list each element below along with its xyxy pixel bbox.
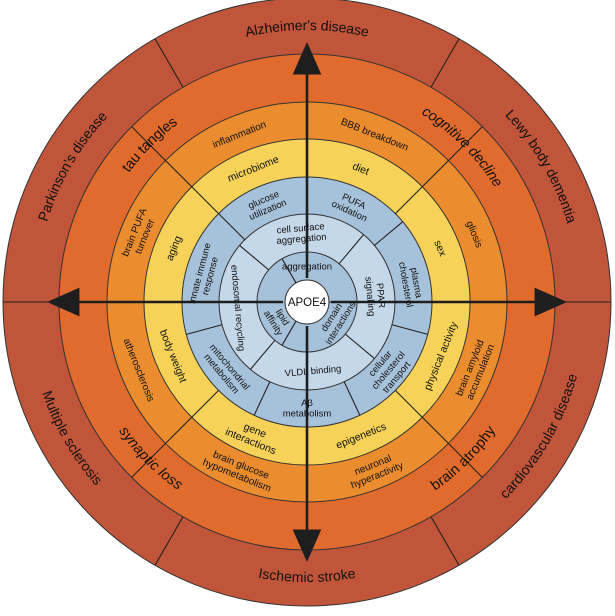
apoe-mechanism-1: PPARsignalling: [362, 275, 387, 316]
arrow-right-head: [534, 287, 567, 317]
factor-0: diet: [351, 160, 371, 177]
segment-divider: [154, 38, 184, 88]
arrow-up: [292, 42, 322, 278]
segment-divider: [239, 245, 270, 271]
segment-divider: [191, 389, 220, 418]
segment-divider: [430, 516, 460, 566]
arrow-down: [292, 326, 322, 562]
segment-divider: [448, 126, 483, 161]
segment-divider: [394, 389, 423, 418]
arrow-left: [47, 287, 283, 317]
segment-divider: [250, 339, 276, 370]
arrow-left-head: [47, 287, 80, 317]
disease-3: Ischemic stroke: [257, 565, 356, 585]
segment-divider: [391, 324, 428, 335]
segment-divider: [421, 416, 449, 444]
segment-divider: [343, 381, 361, 416]
disease-0: Alzheimer's disease: [243, 17, 370, 40]
segment-divider: [338, 234, 364, 265]
apoe4-core: [285, 280, 329, 324]
segment-divider: [281, 258, 297, 284]
segment-divider: [394, 186, 423, 215]
segment-divider: [218, 213, 246, 241]
segment-divider: [131, 126, 166, 161]
segment-divider: [344, 333, 375, 359]
segment-divider: [154, 516, 184, 566]
segment-divider: [131, 443, 166, 478]
apoe-property-0: aggregation: [282, 261, 332, 272]
segment-divider: [186, 324, 223, 335]
segment-divider: [165, 160, 193, 188]
arrow-right: [331, 287, 567, 317]
apoe-mechanism-2: VLDL binding: [284, 364, 341, 380]
segment-divider: [448, 443, 483, 478]
arrow-up-head: [292, 42, 322, 75]
segment-divider: [430, 38, 460, 88]
segment-divider: [281, 320, 297, 346]
segment-divider: [165, 416, 193, 444]
segment-divider: [191, 186, 220, 215]
segment-divider: [253, 381, 271, 416]
factor-1: sex: [431, 238, 449, 258]
segment-divider: [421, 160, 449, 188]
apoe-mechanism-0: cell surfaceaggregation: [275, 221, 327, 247]
arrow-down-head: [292, 529, 322, 562]
center-label-apoe4: APOE4: [288, 297, 327, 309]
segment-divider: [374, 221, 404, 246]
